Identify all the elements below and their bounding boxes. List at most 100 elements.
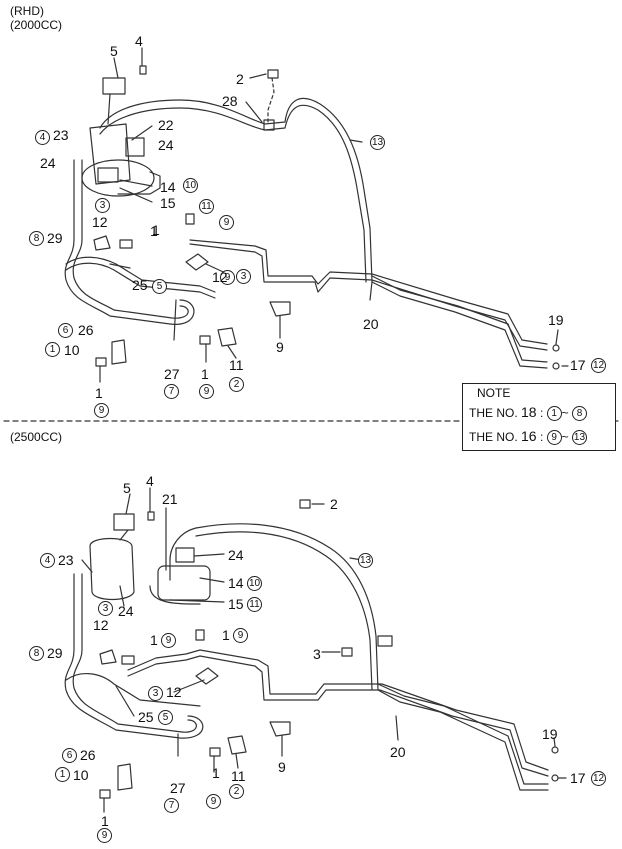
bolt-1e (99, 789, 111, 799)
circled-callout: 4 (40, 553, 55, 568)
pipe-20b (371, 281, 548, 369)
top-assembly (64, 47, 569, 383)
circled-callout: 3 (95, 198, 110, 213)
hose-26b (64, 573, 204, 739)
circled-callout: 2 (229, 784, 244, 799)
note-tilde: ~ (561, 406, 569, 420)
callout-number: 17 (570, 357, 586, 373)
callout-number: 1 (150, 632, 158, 648)
callout-number: 11 (229, 357, 244, 373)
circled-callout: 13 (358, 553, 373, 568)
callout-number: 20 (390, 744, 406, 760)
callout-number: 1 (212, 765, 220, 781)
reservoir-b (89, 537, 135, 601)
callout-number: 1 (101, 813, 109, 829)
callout-number: 22 (158, 117, 174, 133)
callout-number: 2 (330, 496, 338, 512)
pump-body (81, 159, 155, 197)
callout-number: 3 (313, 646, 321, 662)
circled-callout: 10 (183, 178, 198, 193)
callout-number: 5 (123, 480, 131, 496)
clip-9b (269, 721, 291, 737)
circled-callout: 5 (158, 710, 173, 725)
note-part-number: 18 (521, 404, 537, 420)
note-range-start: 1 (546, 406, 562, 422)
oring-17b (551, 774, 559, 782)
callout-number: 12 (212, 269, 228, 285)
callout-number: 1 (150, 223, 158, 239)
callout-number: 29 (47, 230, 63, 246)
callout-number: 12 (92, 214, 108, 230)
callout-number: 14 (160, 179, 176, 195)
circled-callout: 3 (98, 601, 113, 616)
callout-number: 1 (222, 627, 230, 643)
bolt-1b (95, 357, 107, 367)
callout-number: 25 (138, 709, 154, 725)
callout-number: 28 (222, 93, 238, 109)
note-separator: : (539, 430, 544, 444)
oring-19 (552, 344, 560, 352)
callout-number: 15 (160, 195, 176, 211)
callout-number: 5 (110, 43, 118, 59)
header-rhd: (RHD) (10, 4, 44, 18)
circled-callout: 10 (247, 576, 262, 591)
note-separator: : (539, 406, 544, 420)
circled-callout: 7 (164, 384, 179, 399)
callout-number: 11 (231, 768, 246, 784)
callout-number: 12 (93, 617, 109, 633)
callout-number: 17 (570, 770, 586, 786)
callout-number: 12 (166, 684, 182, 700)
bolt-1d (195, 629, 205, 641)
circled-callout: 9 (161, 633, 176, 648)
note-line-18: THE NO. 18 : 1~ 8 (469, 404, 587, 422)
bolt-3b (341, 647, 353, 657)
circled-callout: 3 (236, 269, 251, 284)
circled-callout: 2 (229, 377, 244, 392)
circled-callout: 4 (35, 130, 50, 145)
circled-callout: 1 (55, 767, 70, 782)
callout-number: 24 (228, 547, 244, 563)
clip-11b (227, 735, 247, 755)
note-tilde: ~ (561, 430, 569, 444)
pipe-20a (189, 243, 548, 351)
hose-27 (65, 262, 216, 299)
circled-callout: 9 (94, 403, 109, 418)
circled-callout: 12 (591, 771, 606, 786)
bracket-5 (102, 77, 126, 95)
callout-number: 14 (228, 575, 244, 591)
note-line-16: THE NO. 16 : 9~ 13 (469, 428, 587, 446)
circled-callout: 11 (199, 199, 214, 214)
callout-number: 10 (73, 767, 89, 783)
fitting-2b (299, 499, 311, 509)
bolt-19 (119, 239, 133, 249)
clip-12b (99, 649, 117, 665)
clip-10 (111, 339, 127, 365)
hose-26 (64, 159, 195, 325)
note-prefix: THE NO. (469, 430, 518, 444)
bolt-1c (199, 335, 211, 345)
circled-callout: 5 (152, 279, 167, 294)
callout-number: 29 (47, 645, 63, 661)
clip-12c (195, 667, 219, 685)
circled-callout: 7 (164, 798, 179, 813)
callout-number: 27 (164, 366, 180, 382)
return-hose-13 (99, 98, 373, 283)
circled-callout: 9 (206, 794, 221, 809)
header-engine-2500: (2500CC) (10, 430, 63, 444)
callout-number: 27 (170, 780, 186, 796)
circled-callout: 13 (370, 135, 385, 150)
fitting-2 (267, 69, 279, 79)
bolt-1f (209, 747, 221, 757)
bolt-1 (185, 213, 195, 225)
bracket-5b (113, 513, 135, 531)
circled-callout: 8 (29, 231, 44, 246)
pipe-20d (377, 689, 549, 791)
callout-number: 21 (162, 491, 178, 507)
callout-number: 24 (40, 155, 56, 171)
bolt-19b (121, 655, 135, 665)
circled-callout: 3 (148, 686, 163, 701)
note-range-end: 13 (571, 430, 587, 446)
callout-number: 24 (158, 137, 174, 153)
